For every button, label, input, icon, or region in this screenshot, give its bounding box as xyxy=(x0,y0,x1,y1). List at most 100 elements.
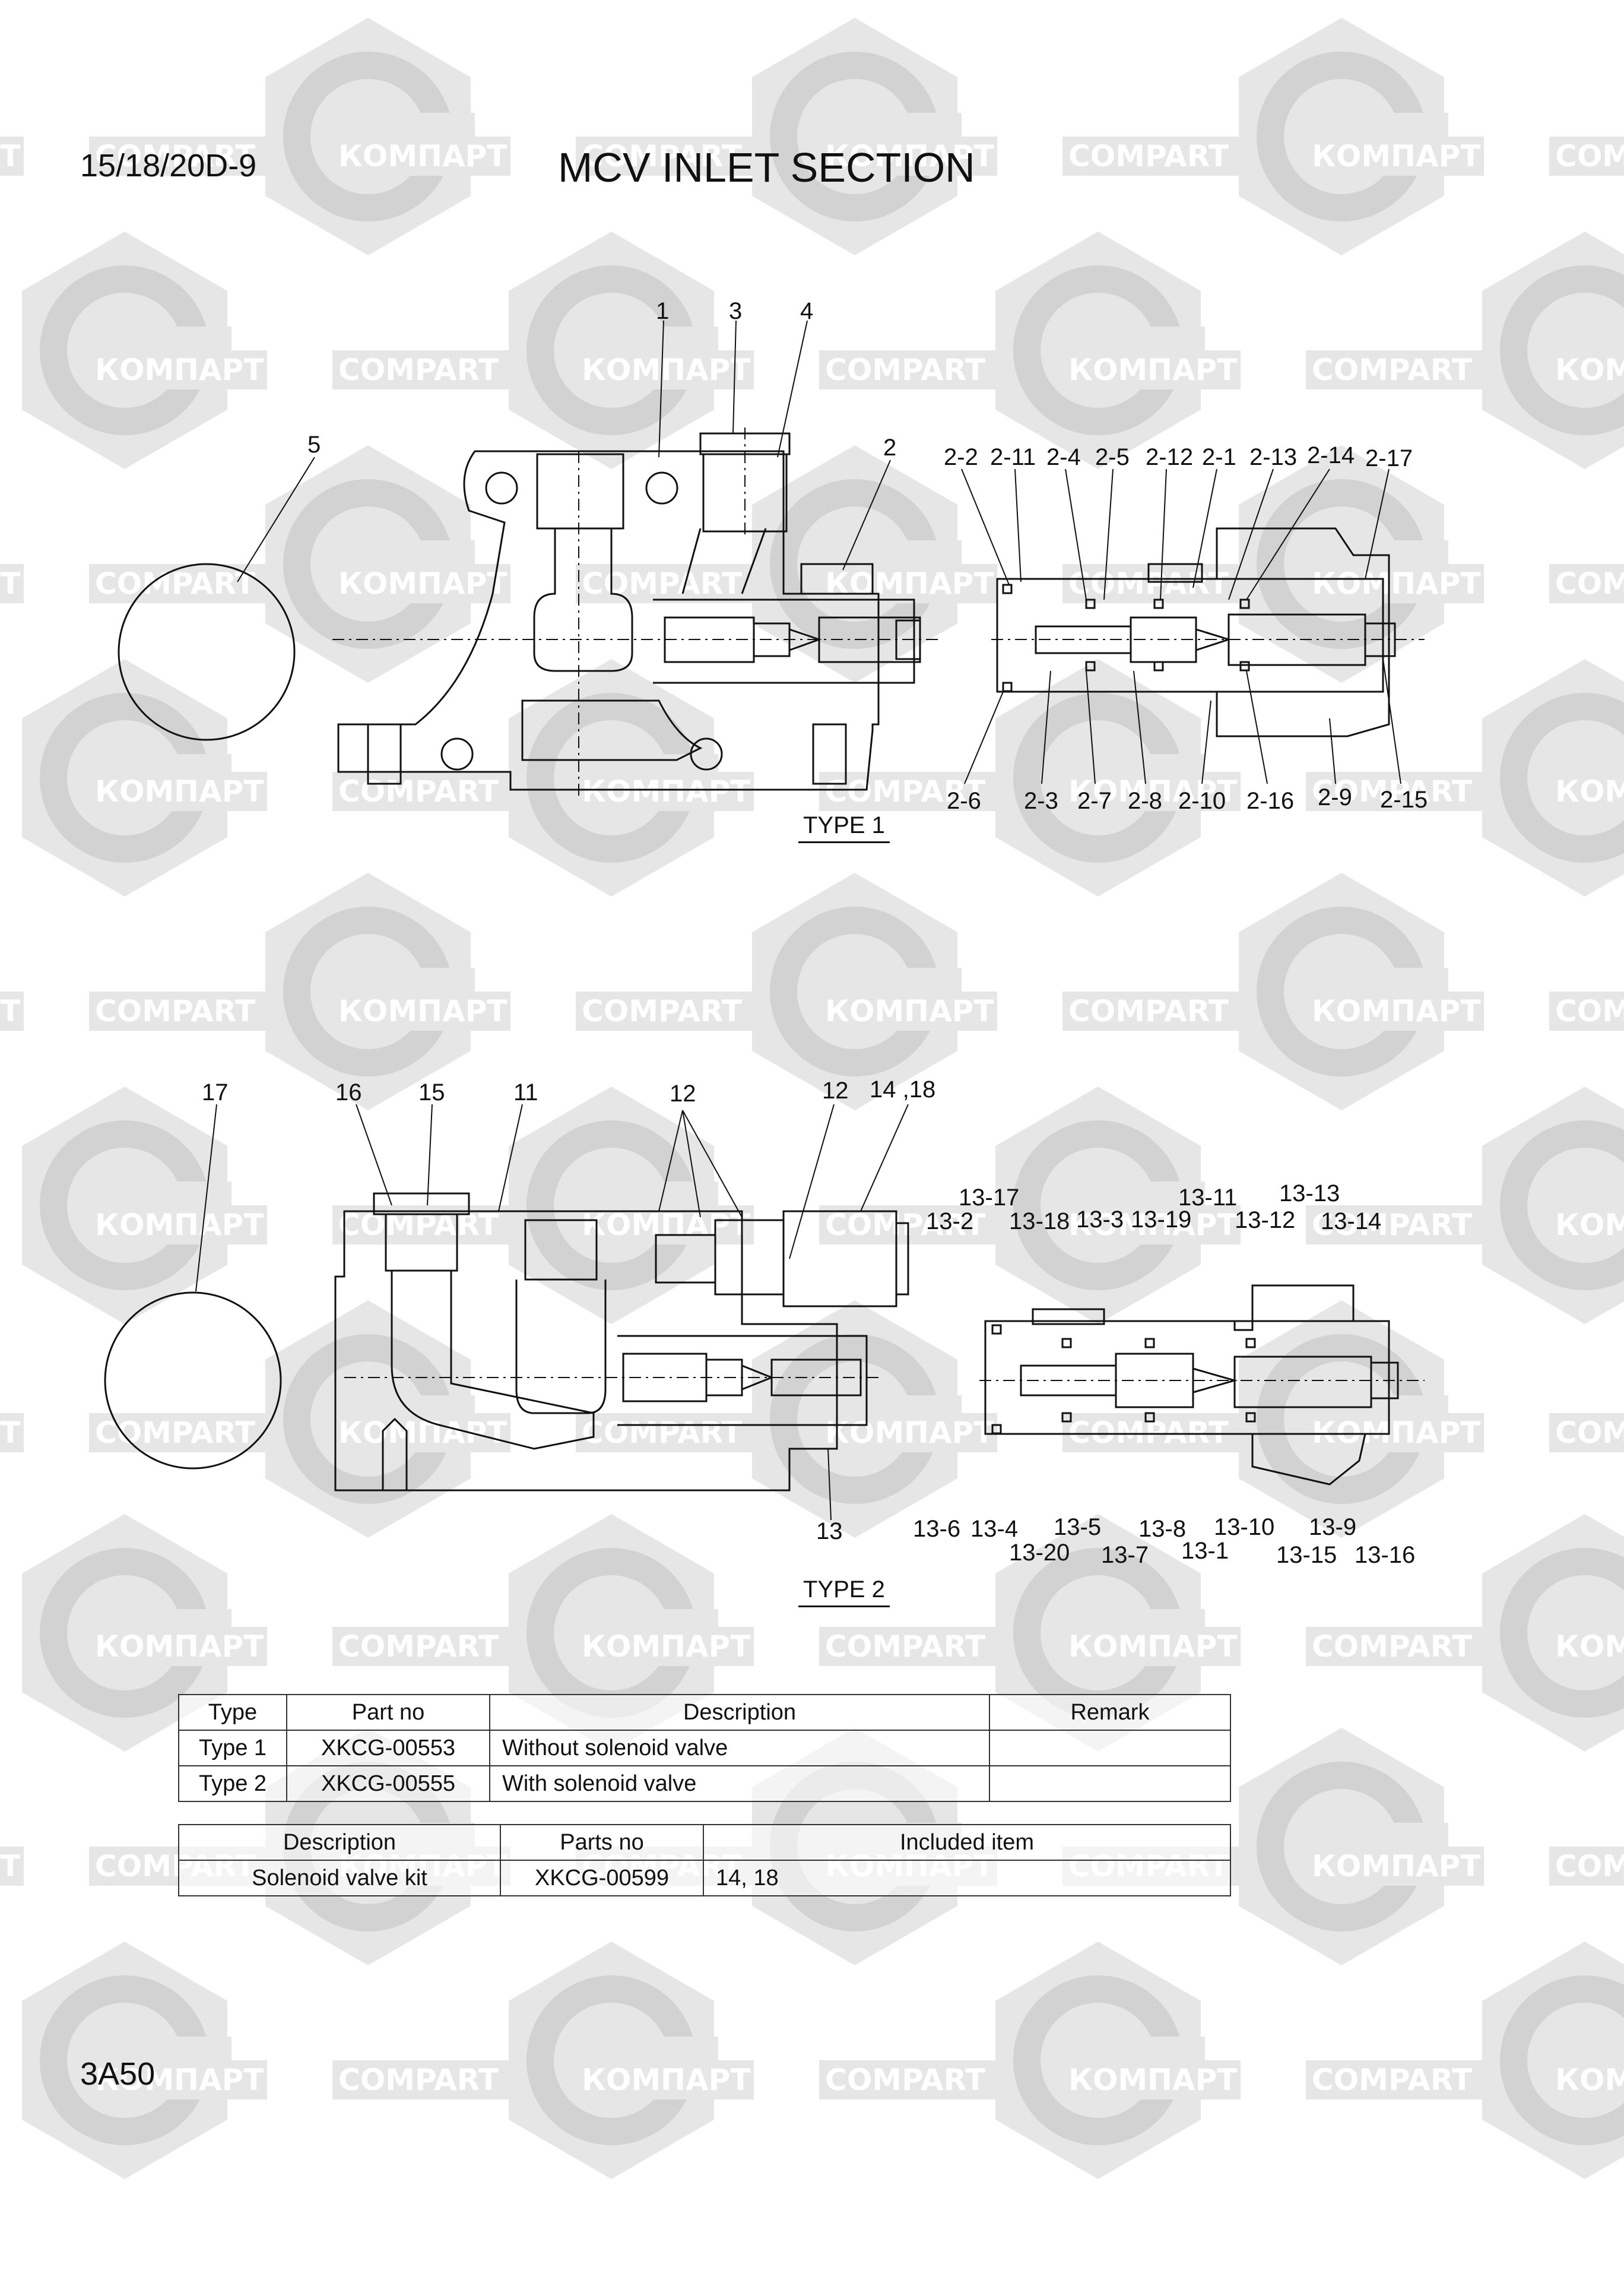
watermark-text: COMPART xyxy=(1312,1629,1472,1664)
type1-oring-5 xyxy=(118,563,296,741)
watermark-text: КОМПАРТ xyxy=(1068,1629,1237,1664)
cell-part-no: XKCG-00553 xyxy=(286,1730,490,1766)
watermark-text: КОМПАРТ xyxy=(582,353,750,387)
callout-1: 1 xyxy=(656,298,669,324)
watermark-text: КОМПАРТ xyxy=(0,1849,20,1883)
callout-13-17: 13-17 xyxy=(959,1185,1019,1211)
watermark-text: COMPART xyxy=(1555,1849,1624,1883)
cell-part-no: XKCG-00555 xyxy=(286,1765,490,1802)
watermark-text: КОМПАРТ xyxy=(582,774,750,809)
watermark-text: КОМПАРТ xyxy=(1312,994,1480,1028)
watermark-text: COMPART xyxy=(582,566,742,601)
watermark-text: КОМПАРТ xyxy=(1555,2063,1624,2097)
model-number: 15/18/20D-9 xyxy=(80,148,257,183)
watermark-text: COMPART xyxy=(1068,994,1229,1028)
callout-13-1: 13-1 xyxy=(1181,1538,1229,1564)
watermark-text: КОМПАРТ xyxy=(95,1629,264,1664)
col-remark: Remark xyxy=(989,1694,1231,1731)
callout-13-18: 13-18 xyxy=(1009,1208,1070,1234)
watermark-text: COMPART xyxy=(825,353,985,387)
watermark-text: КОМПАРТ xyxy=(582,2063,750,2097)
watermark-text: КОМПАРТ xyxy=(1555,353,1624,387)
type1-valve-body xyxy=(332,428,938,796)
callout-2-11: 2-11 xyxy=(990,444,1036,470)
table-row: Solenoid valve kit XKCG-00599 14, 18 xyxy=(178,1860,1231,1896)
callout-13-9: 13-9 xyxy=(1309,1514,1356,1540)
callout-2-17: 2-17 xyxy=(1365,445,1413,471)
callout-17: 17 xyxy=(202,1079,229,1106)
callout-13-4: 13-4 xyxy=(970,1516,1018,1542)
watermark-text: КОМПАРТ xyxy=(1312,139,1480,173)
watermark-text: КОМПАРТ xyxy=(338,1416,507,1450)
watermark-text: КОМПАРТ xyxy=(0,994,20,1028)
watermark-text: COMPART xyxy=(338,353,499,387)
table-row: Type 1 XKCG-00553 Without solenoid valve xyxy=(178,1730,1231,1766)
watermark-text: КОМПАРТ xyxy=(95,1208,264,1242)
cell-type: Type 1 xyxy=(178,1730,287,1766)
page-code: 3A50 xyxy=(80,2056,156,2092)
table-row: Type 2 XKCG-00555 With solenoid valve xyxy=(178,1765,1231,1802)
callout-13-11: 13-11 xyxy=(1178,1185,1237,1211)
watermark-text: COMPART xyxy=(95,566,255,601)
watermark-text: COMPART xyxy=(1555,139,1624,173)
watermark-text: COMPART xyxy=(1312,1208,1472,1242)
watermark-text: КОМПАРТ xyxy=(582,1208,750,1242)
watermark-text: COMPART xyxy=(1312,774,1472,809)
watermark-text: КОМПАРТ xyxy=(825,994,994,1028)
callout-13-10: 13-10 xyxy=(1214,1514,1274,1540)
leader-lines xyxy=(195,320,1401,1521)
callout-11: 11 xyxy=(513,1079,538,1106)
watermark-text: COMPART xyxy=(1312,2063,1472,2097)
callout-13: 13 xyxy=(816,1518,843,1544)
watermark-text: КОМПАРТ xyxy=(1068,1208,1237,1242)
col-parts-no: Parts no xyxy=(500,1824,704,1861)
callout-13-16: 13-16 xyxy=(1355,1542,1415,1568)
watermark-text: КОМПАРТ xyxy=(825,1416,994,1450)
callout-3: 3 xyxy=(729,298,742,324)
table-header-row: Type Part no Description Remark xyxy=(178,1694,1231,1731)
watermark-text: COMPART xyxy=(338,2063,499,2097)
callout-15: 15 xyxy=(418,1079,445,1106)
watermark-text: КОМПАРТ xyxy=(338,566,507,601)
callout-13-7: 13-7 xyxy=(1101,1542,1149,1568)
watermark-text: COMPART xyxy=(95,994,255,1028)
type2-detail-section xyxy=(979,1284,1425,1486)
callout-16: 16 xyxy=(335,1079,362,1106)
type-parts-table: Type Part no Description Remark Type 1 X… xyxy=(178,1694,1231,1802)
cell-type: Type 2 xyxy=(178,1765,287,1802)
watermark-text: COMPART xyxy=(1068,139,1229,173)
watermark-text: COMPART xyxy=(582,139,742,173)
watermark-text: КОМПАРТ xyxy=(1068,774,1237,809)
callout-13-19: 13-19 xyxy=(1131,1206,1191,1233)
callout-2-15: 2-15 xyxy=(1380,787,1428,813)
col-part-no: Part no xyxy=(286,1694,490,1731)
type2-oring-17 xyxy=(104,1291,282,1470)
type1-label: TYPE 1 xyxy=(798,812,890,843)
callout-13-3: 13-3 xyxy=(1076,1206,1124,1233)
watermark-text: КОМПАРТ xyxy=(1555,1208,1624,1242)
watermark-text: КОМПАРТ xyxy=(95,2063,264,2097)
callout-14-18: 14 ,18 xyxy=(870,1076,935,1103)
cell-description: Without solenoid valve xyxy=(489,1730,990,1766)
watermark-text: COMPART xyxy=(825,1208,985,1242)
watermark-text: КОМПАРТ xyxy=(1312,1416,1480,1450)
watermark-text: COMPART xyxy=(582,994,742,1028)
watermark-text: КОМПАРТ xyxy=(95,353,264,387)
watermark-text: COMPART xyxy=(338,1629,499,1664)
callout-2-6: 2-6 xyxy=(947,788,981,814)
callout-2-7: 2-7 xyxy=(1077,788,1112,814)
col-description: Description xyxy=(178,1824,501,1861)
callout-13-5: 13-5 xyxy=(1054,1514,1101,1540)
callout-13-6: 13-6 xyxy=(913,1516,960,1542)
callout-13-14: 13-14 xyxy=(1321,1208,1381,1234)
watermark-text: COMPART xyxy=(825,2063,985,2097)
callout-2-16: 2-16 xyxy=(1246,788,1294,814)
callout-12b: 12 xyxy=(822,1078,849,1104)
callout-13-13: 13-13 xyxy=(1279,1180,1340,1206)
callout-4: 4 xyxy=(800,298,813,324)
callout-2-5: 2-5 xyxy=(1095,444,1130,470)
watermark-text: КОМПАРТ xyxy=(1068,2063,1237,2097)
col-type: Type xyxy=(178,1694,287,1731)
watermark-text: КОМПАРТ xyxy=(0,1416,20,1450)
